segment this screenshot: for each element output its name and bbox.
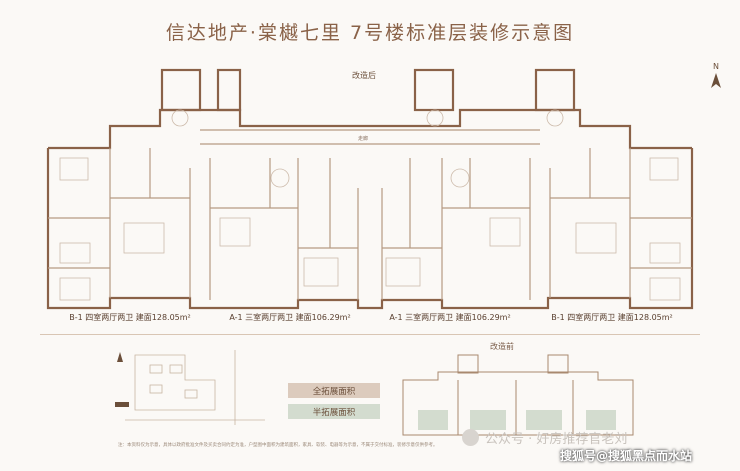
- before-label: 改造前: [490, 342, 514, 351]
- page-title: 信达地产·棠樾七里 7号楼标准层装修示意图: [165, 22, 575, 44]
- watermark: 公众号 · 好房推荐官老刘: [462, 428, 627, 447]
- site-plan: [115, 350, 265, 425]
- unit-label-a1-left: A-1 三室两厅两卫 建面106.29m²: [229, 313, 351, 322]
- footnote: 注：本资料仅为示意，具体以政府批准文件及买卖合同约定为准，户型图中面积为建筑面积…: [118, 443, 438, 448]
- legend-half-expansion: 半拓展面积: [288, 404, 380, 419]
- renovated-label: 改造后: [352, 70, 376, 80]
- north-compass-icon: N: [711, 62, 721, 88]
- compass-north-label: N: [713, 62, 719, 71]
- corridor-label: 走廊: [358, 135, 368, 142]
- watermark-text: 公众号 · 好房推荐官老刘: [485, 432, 628, 447]
- before-plan: [402, 354, 634, 436]
- sohu-watermark: 搜狐号@搜狐黑点而水站: [560, 449, 693, 463]
- unit-label-b1-right: B-1 四室两厅两卫 建面128.05m²: [551, 313, 673, 322]
- legend-full-expansion: 全拓展面积: [288, 383, 380, 398]
- unit-label-b1-left: B-1 四室两厅两卫 建面128.05m²: [69, 313, 191, 322]
- floor-plan: 改造后 走廊: [46, 68, 694, 310]
- divider: [40, 334, 700, 335]
- unit-labels: B-1 四室两厅两卫 建面128.05m² A-1 三室两厅两卫 建面106.2…: [40, 312, 700, 332]
- wechat-icon: [462, 429, 479, 446]
- unit-label-a1-right: A-1 三室两厅两卫 建面106.29m²: [389, 313, 511, 322]
